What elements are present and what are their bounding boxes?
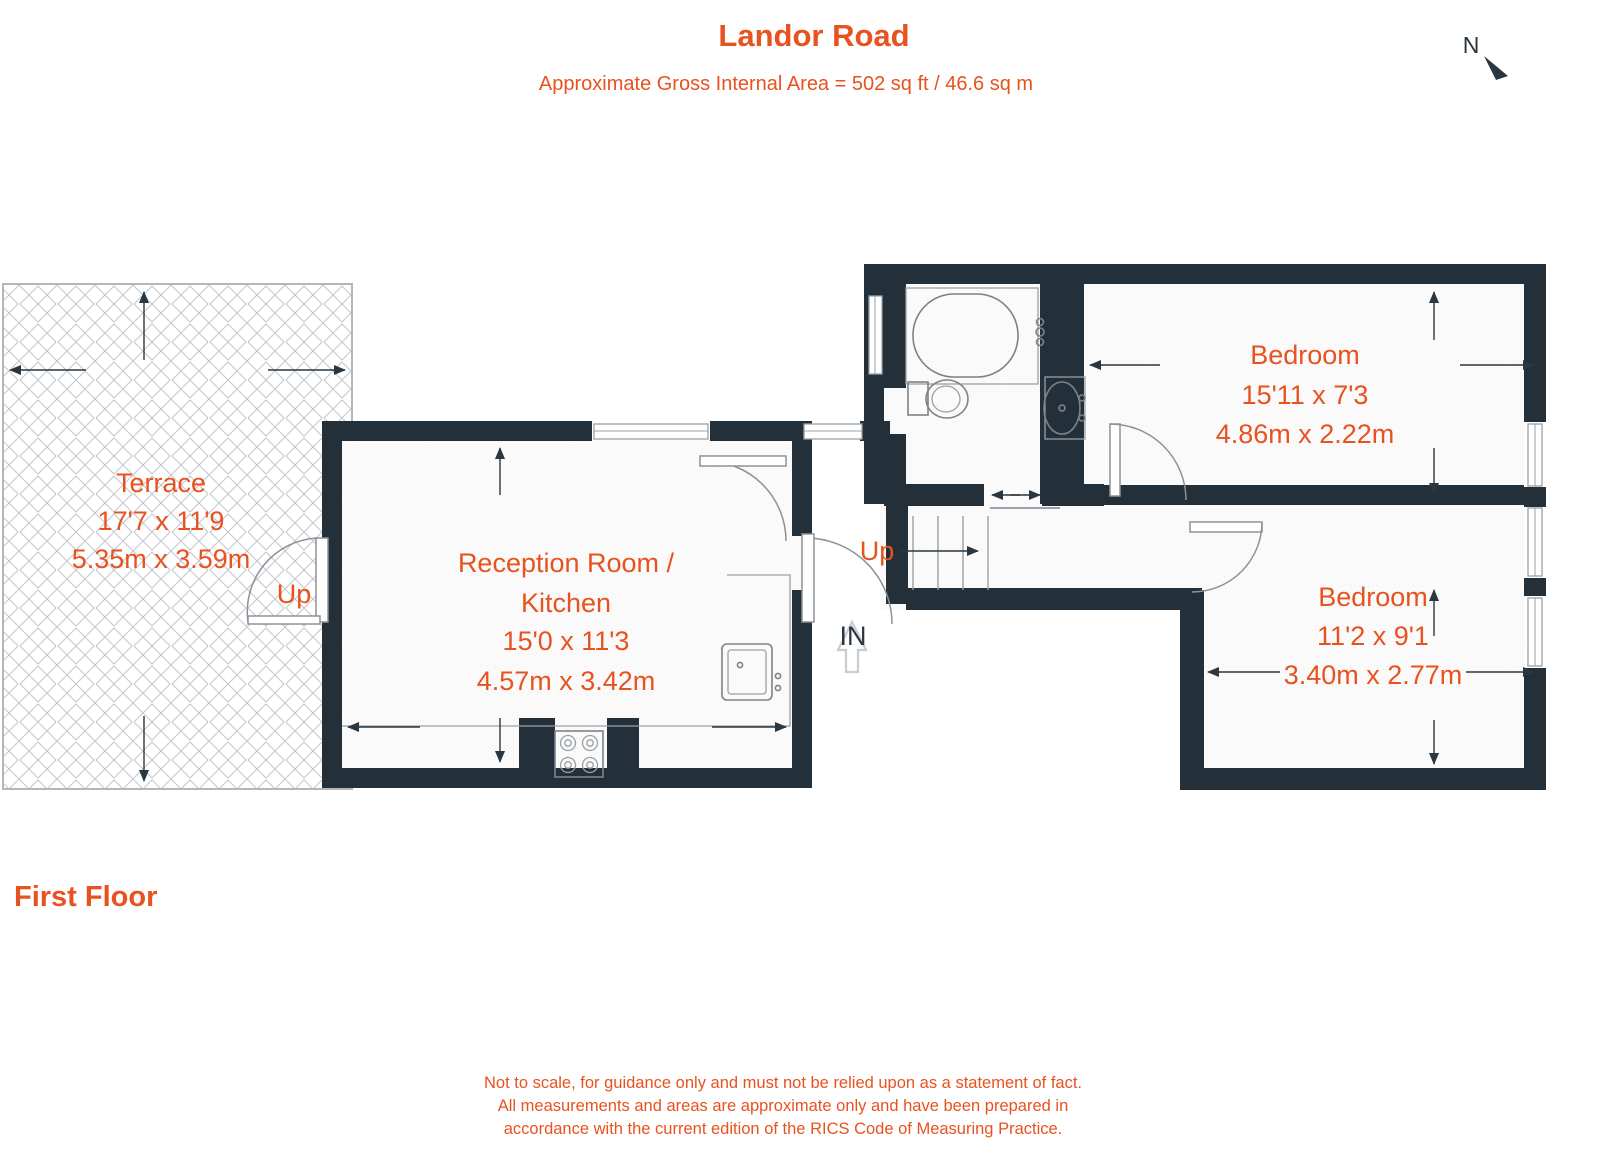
hob-burner-4	[581, 756, 599, 774]
staircase-icon	[900, 516, 989, 590]
wall-hall-bottom	[906, 588, 1202, 610]
door-entrance-leaf	[801, 533, 815, 623]
sink-icon	[721, 643, 773, 701]
markers-group: Up Up IN	[277, 536, 895, 651]
bedroom2-name: Bedroom	[1318, 582, 1428, 612]
bedroom1-dim-metric: 4.86m x 2.22m	[1216, 419, 1395, 449]
kitchen-counter-edge	[342, 574, 791, 727]
basin-tap-2	[1078, 414, 1086, 422]
door-entrance-arc	[805, 537, 893, 625]
reception-floor	[338, 437, 810, 772]
wall-bath-bottom-b	[1042, 484, 1104, 506]
gross-area-subtitle: Approximate Gross Internal Area = 502 sq…	[539, 73, 1033, 95]
disclaimer-line-3: accordance with the current edition of t…	[504, 1120, 1063, 1138]
sink-tap-2	[774, 684, 782, 692]
hob-burner-3	[559, 756, 577, 774]
up-marker-terrace: Up	[277, 579, 312, 609]
wall-bedroom1-bottom	[1104, 485, 1524, 505]
entrance-marker: IN	[840, 621, 867, 651]
floor-label: First Floor	[14, 881, 157, 913]
wall-reception-right-lower	[792, 590, 812, 788]
terrace-dim-metric: 5.35m x 3.59m	[72, 544, 251, 574]
doors-group	[246, 423, 1263, 674]
terrace-dimension-arrows	[9, 291, 346, 782]
compass-group: N	[1463, 32, 1508, 80]
wall-bottom-right	[1180, 768, 1546, 790]
wall-right-c	[1524, 578, 1546, 596]
reception-name-line1: Reception Room /	[458, 548, 675, 578]
bath-tap-2	[1035, 337, 1045, 347]
hob-icon	[554, 730, 604, 778]
wall-right-a	[1524, 264, 1546, 422]
bathroom-fixtures	[905, 287, 1086, 440]
room-labels: Reception Room / Kitchen 15'0 x 11'3 4.5…	[458, 340, 1462, 696]
wall-reception-left	[322, 421, 342, 788]
wall-stair-left	[906, 588, 926, 610]
bedroom1-dim-imperial: 15'11 x 7'3	[1242, 380, 1369, 410]
reception-name-line2: Kitchen	[521, 588, 611, 618]
wall-top-main	[864, 264, 1524, 284]
wall-bedroom2-left	[1180, 590, 1204, 790]
wall-reception-top-b	[710, 421, 802, 441]
wall-reception-right-upper	[792, 421, 812, 536]
compass-label: N	[1463, 32, 1480, 58]
terrace-hatch	[3, 284, 352, 789]
wall-bath-left-inner	[884, 282, 906, 388]
basin-tap-1	[1078, 394, 1086, 402]
hob-burner-1	[559, 734, 577, 752]
door-terrace-arc	[246, 537, 317, 623]
bath-icon	[912, 293, 1019, 378]
disclaimer-block: Not to scale, for guidance only and must…	[484, 1074, 1082, 1138]
door-bedroom2-leaf	[1189, 521, 1263, 533]
door-bedroom1-leaf	[1109, 423, 1121, 497]
page-title: Landor Road	[718, 18, 909, 53]
entrance-arrow-icon	[836, 619, 868, 674]
wall-reception-top-a	[322, 421, 592, 441]
bedroom1-name: Bedroom	[1250, 340, 1360, 370]
toilet-icon	[925, 379, 969, 419]
kitchen-fixtures	[342, 574, 791, 778]
wall-right-d	[1524, 668, 1546, 790]
basin-plug	[1058, 404, 1066, 412]
up-marker-stairs: Up	[860, 536, 895, 566]
basin-icon	[1043, 381, 1081, 435]
bath-tap-1	[1035, 317, 1045, 327]
bedroom2-dim-imperial: 11'2 x 9'1	[1317, 621, 1429, 651]
kitchen-unit-right	[607, 718, 639, 770]
door-bedroom1-arc	[1109, 423, 1187, 501]
sink-tap-1	[774, 672, 782, 680]
door-reception-leaf	[699, 455, 787, 467]
terrace-dim-imperial: 17'7 x 11'9	[98, 506, 225, 536]
kitchen-unit-left	[519, 718, 555, 770]
wall-reception-bottom	[322, 768, 812, 788]
hob-burner-2	[581, 734, 599, 752]
disclaimer-line-2: All measurements and areas are approxima…	[498, 1097, 1069, 1115]
toilet-bowl-inner	[931, 385, 961, 413]
north-arrow-icon	[1484, 56, 1508, 80]
reception-dim-metric: 4.57m x 3.42m	[477, 666, 656, 696]
toilet-cistern	[907, 381, 929, 416]
bath-plug	[1035, 327, 1045, 337]
windows-group	[593, 295, 1543, 667]
dimension-arrows	[347, 291, 1535, 765]
door-bedroom2-arc	[1191, 521, 1263, 593]
wall-bath-bottom-a	[884, 484, 984, 506]
wall-hall-left	[886, 504, 908, 604]
sink-plug	[736, 661, 744, 669]
bedroom2-floor	[1200, 495, 1525, 785]
bedroom1-floor	[1070, 280, 1525, 500]
disclaimer-line-1: Not to scale, for guidance only and must…	[484, 1074, 1082, 1092]
terrace-area: Terrace 17'7 x 11'9 5.35m x 3.59m	[2, 283, 353, 790]
sink-bowl	[727, 649, 767, 695]
door-terrace-panel	[247, 615, 321, 625]
bedroom2-dim-metric: 3.40m x 2.77m	[1284, 660, 1463, 690]
wall-right-b	[1524, 487, 1546, 507]
wall-bath-right	[1040, 282, 1062, 504]
basin-counter	[1044, 376, 1086, 440]
interior-floor-fills	[338, 280, 1525, 785]
reception-dim-imperial: 15'0 x 11'3	[503, 626, 630, 656]
door-terrace-leaf	[315, 537, 329, 623]
terrace-name: Terrace	[116, 468, 206, 498]
